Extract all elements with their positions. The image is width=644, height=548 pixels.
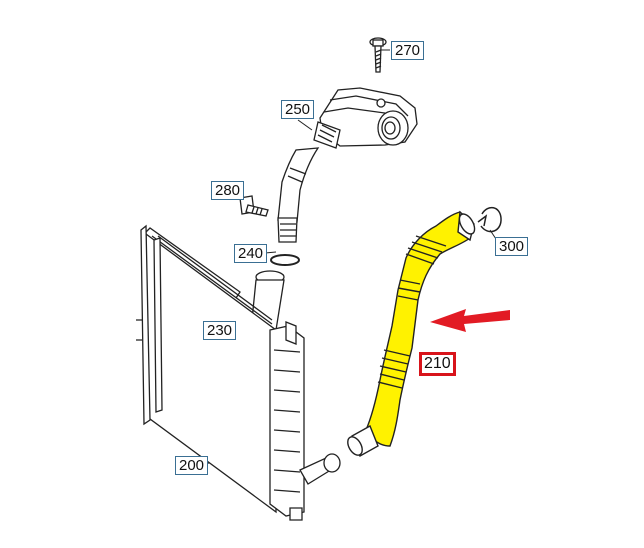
callout-210[interactable]: 210	[419, 352, 456, 376]
callout-300[interactable]: 300	[495, 237, 529, 256]
bolt-270	[369, 37, 387, 73]
arrow-left-icon	[430, 309, 510, 332]
ring-240	[270, 254, 300, 266]
callout-280[interactable]: 280	[211, 181, 245, 200]
hose-210	[347, 210, 476, 457]
duct-250	[277, 87, 418, 243]
intercooler-200	[136, 224, 341, 521]
callout-230[interactable]: 230	[203, 321, 237, 340]
callout-270[interactable]: 270	[391, 41, 425, 60]
callout-200[interactable]: 200	[175, 456, 209, 475]
clamp-300	[477, 206, 502, 233]
bolt-280	[239, 195, 269, 217]
callout-240[interactable]: 240	[234, 244, 268, 263]
callout-250[interactable]: 250	[281, 100, 315, 119]
